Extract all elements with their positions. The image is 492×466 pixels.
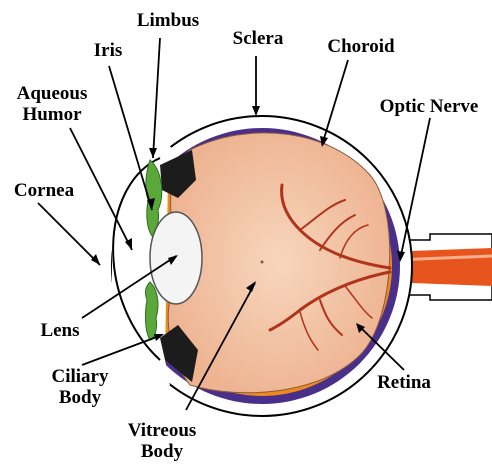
label-aqueous-humor: Aqueous Humor bbox=[8, 83, 96, 125]
label-cornea: Cornea bbox=[6, 180, 82, 201]
label-vitreous-body: Vitreous Body bbox=[112, 420, 212, 462]
label-vitreous-body-line2: Body bbox=[112, 441, 212, 462]
label-vitreous-body-line1: Vitreous bbox=[112, 420, 212, 441]
label-iris: Iris bbox=[86, 40, 130, 61]
label-aqueous-humor-line1: Aqueous bbox=[8, 83, 96, 104]
label-aqueous-humor-line2: Humor bbox=[8, 104, 96, 125]
label-limbus: Limbus bbox=[128, 10, 208, 31]
label-ciliary-body-line2: Body bbox=[40, 387, 120, 408]
label-optic-nerve: Optic Nerve bbox=[370, 96, 488, 117]
label-choroid: Choroid bbox=[318, 36, 404, 57]
label-lens: Lens bbox=[34, 320, 86, 341]
lens bbox=[150, 212, 202, 304]
label-ciliary-body: Ciliary Body bbox=[40, 366, 120, 408]
label-ciliary-body-line1: Ciliary bbox=[40, 366, 120, 387]
label-retina: Retina bbox=[366, 372, 442, 393]
label-sclera: Sclera bbox=[226, 28, 290, 49]
